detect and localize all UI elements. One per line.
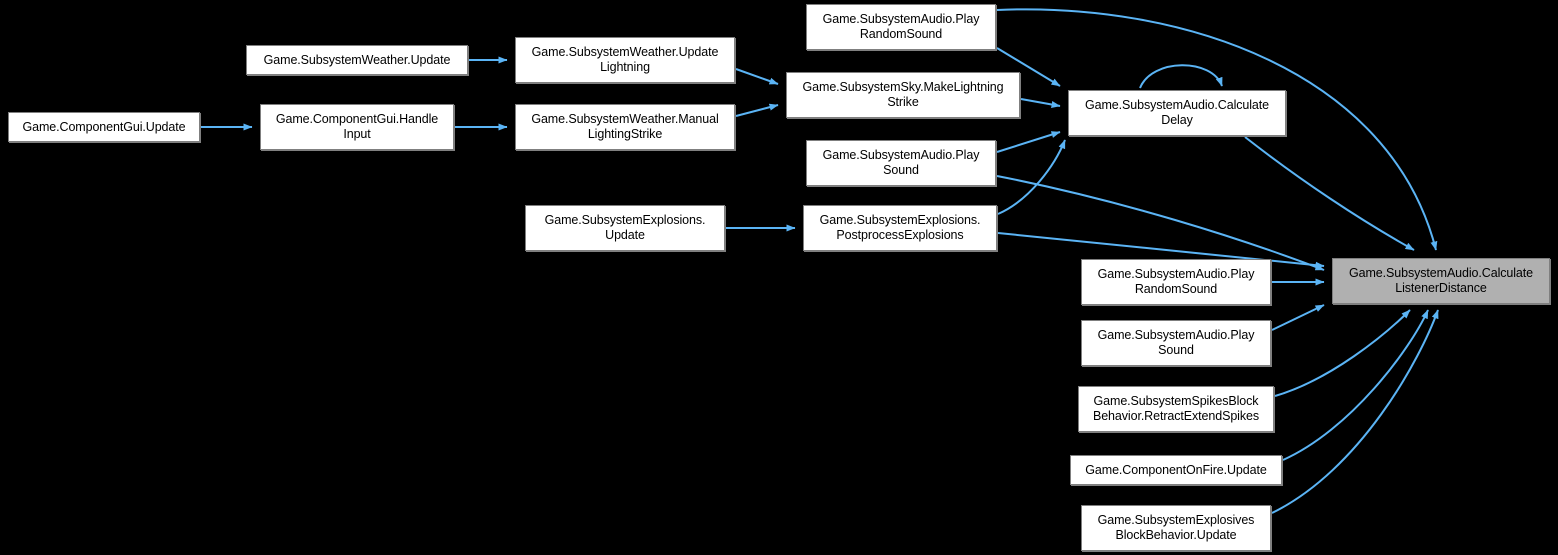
edge-calculatedelay-to-listenerdistance: [1244, 136, 1415, 251]
node-subsystemaudio_playrandomsound_top[interactable]: Game.SubsystemAudio.Play RandomSound: [806, 4, 996, 50]
node-label-componentgui_handleinput: Game.ComponentGui.Handle Input: [275, 112, 439, 141]
edge-postprocess-to-calculatedelay: [997, 139, 1066, 215]
node-label-componentonfire_update: Game.ComponentOnFire.Update: [1085, 462, 1267, 477]
node-subsystemweather_updatelightning[interactable]: Game.SubsystemWeather.Update Lightning: [515, 37, 735, 83]
node-label-subsystemexplosions_update: Game.SubsystemExplosions. Update: [544, 213, 706, 242]
node-subsystemsky_makelightningstrike[interactable]: Game.SubsystemSky.MakeLightning Strike: [786, 72, 1020, 118]
node-subsystemaudio_calculatelistenerdistance[interactable]: Game.SubsystemAudio.Calculate ListenerDi…: [1332, 258, 1550, 304]
node-subsystemaudio_playrandomsound_bottom[interactable]: Game.SubsystemAudio.Play RandomSound: [1081, 259, 1271, 305]
node-componentgui_update[interactable]: Game.ComponentGui.Update: [8, 112, 200, 142]
node-label-subsystemweather_update: Game.SubsystemWeather.Update: [263, 52, 451, 67]
node-subsystemspikesblockbehavior_retractextendspikes[interactable]: Game.SubsystemSpikesBlock Behavior.Retra…: [1078, 386, 1274, 432]
node-label-componentgui_update: Game.ComponentGui.Update: [22, 119, 186, 134]
edge-makelightningstrike-to-calculatedelay: [1020, 98, 1061, 108]
node-label-subsystemaudio_playrandomsound_bottom: Game.SubsystemAudio.Play RandomSound: [1097, 267, 1255, 296]
node-subsystemweather_update[interactable]: Game.SubsystemWeather.Update: [246, 45, 468, 75]
node-subsystemexplosivesblockbehavior_update[interactable]: Game.SubsystemExplosives BlockBehavior.U…: [1081, 505, 1271, 551]
edge-playsound-top-to-listenerdistance: [996, 175, 1325, 271]
node-subsystemweather_manuallightingstrike[interactable]: Game.SubsystemWeather.Manual LightingStr…: [515, 104, 735, 150]
node-componentgui_handleinput[interactable]: Game.ComponentGui.Handle Input: [260, 104, 454, 150]
node-label-subsystemaudio_playsound_bottom: Game.SubsystemAudio.Play Sound: [1097, 328, 1255, 357]
node-label-subsystemaudio_calculatelistenerdistance: Game.SubsystemAudio.Calculate ListenerDi…: [1349, 266, 1533, 295]
node-subsystemaudio_playsound_bottom[interactable]: Game.SubsystemAudio.Play Sound: [1081, 320, 1271, 366]
node-label-subsystemsky_makelightningstrike: Game.SubsystemSky.MakeLightning Strike: [802, 80, 1004, 109]
edge-playsound-top-to-calculatedelay: [996, 131, 1061, 153]
node-componentonfire_update[interactable]: Game.ComponentOnFire.Update: [1070, 455, 1282, 485]
node-label-subsystemweather_manuallightingstrike: Game.SubsystemWeather.Manual LightingStr…: [531, 112, 719, 141]
edge-playsound-bottom-to-listenerdistance: [1271, 304, 1325, 331]
node-label-subsystemexplosions_postprocessexplosions: Game.SubsystemExplosions. PostprocessExp…: [819, 213, 981, 242]
node-label-subsystemspikesblockbehavior_retractextendspikes: Game.SubsystemSpikesBlock Behavior.Retra…: [1092, 394, 1260, 423]
node-label-subsystemaudio_playsound_top: Game.SubsystemAudio.Play Sound: [822, 148, 980, 177]
node-label-subsystemweather_updatelightning: Game.SubsystemWeather.Update Lightning: [531, 45, 719, 74]
node-subsystemexplosions_update[interactable]: Game.SubsystemExplosions. Update: [525, 205, 725, 251]
node-subsystemexplosions_postprocessexplosions[interactable]: Game.SubsystemExplosions. PostprocessExp…: [803, 205, 997, 251]
edge-manuallightingstrike-to-makelightningstrike: [735, 103, 779, 117]
edge-explosives-to-listenerdistance: [1271, 309, 1439, 514]
node-label-subsystemaudio_calculatedelay: Game.SubsystemAudio.Calculate Delay: [1085, 98, 1269, 127]
node-label-subsystemexplosivesblockbehavior_update: Game.SubsystemExplosives BlockBehavior.U…: [1097, 513, 1255, 542]
node-subsystemaudio_calculatedelay[interactable]: Game.SubsystemAudio.Calculate Delay: [1068, 90, 1286, 136]
edge-updatelightning-to-makelightningstrike: [735, 68, 779, 85]
edge-componentonfire-to-listenerdistance: [1282, 309, 1429, 461]
node-subsystemaudio_playsound_top[interactable]: Game.SubsystemAudio.Play Sound: [806, 140, 996, 186]
node-label-subsystemaudio_playrandomsound_top: Game.SubsystemAudio.Play RandomSound: [822, 12, 980, 41]
edge-calculatedelay-self-loop: [1139, 64, 1223, 89]
edge-spikes-to-listenerdistance: [1274, 309, 1411, 397]
